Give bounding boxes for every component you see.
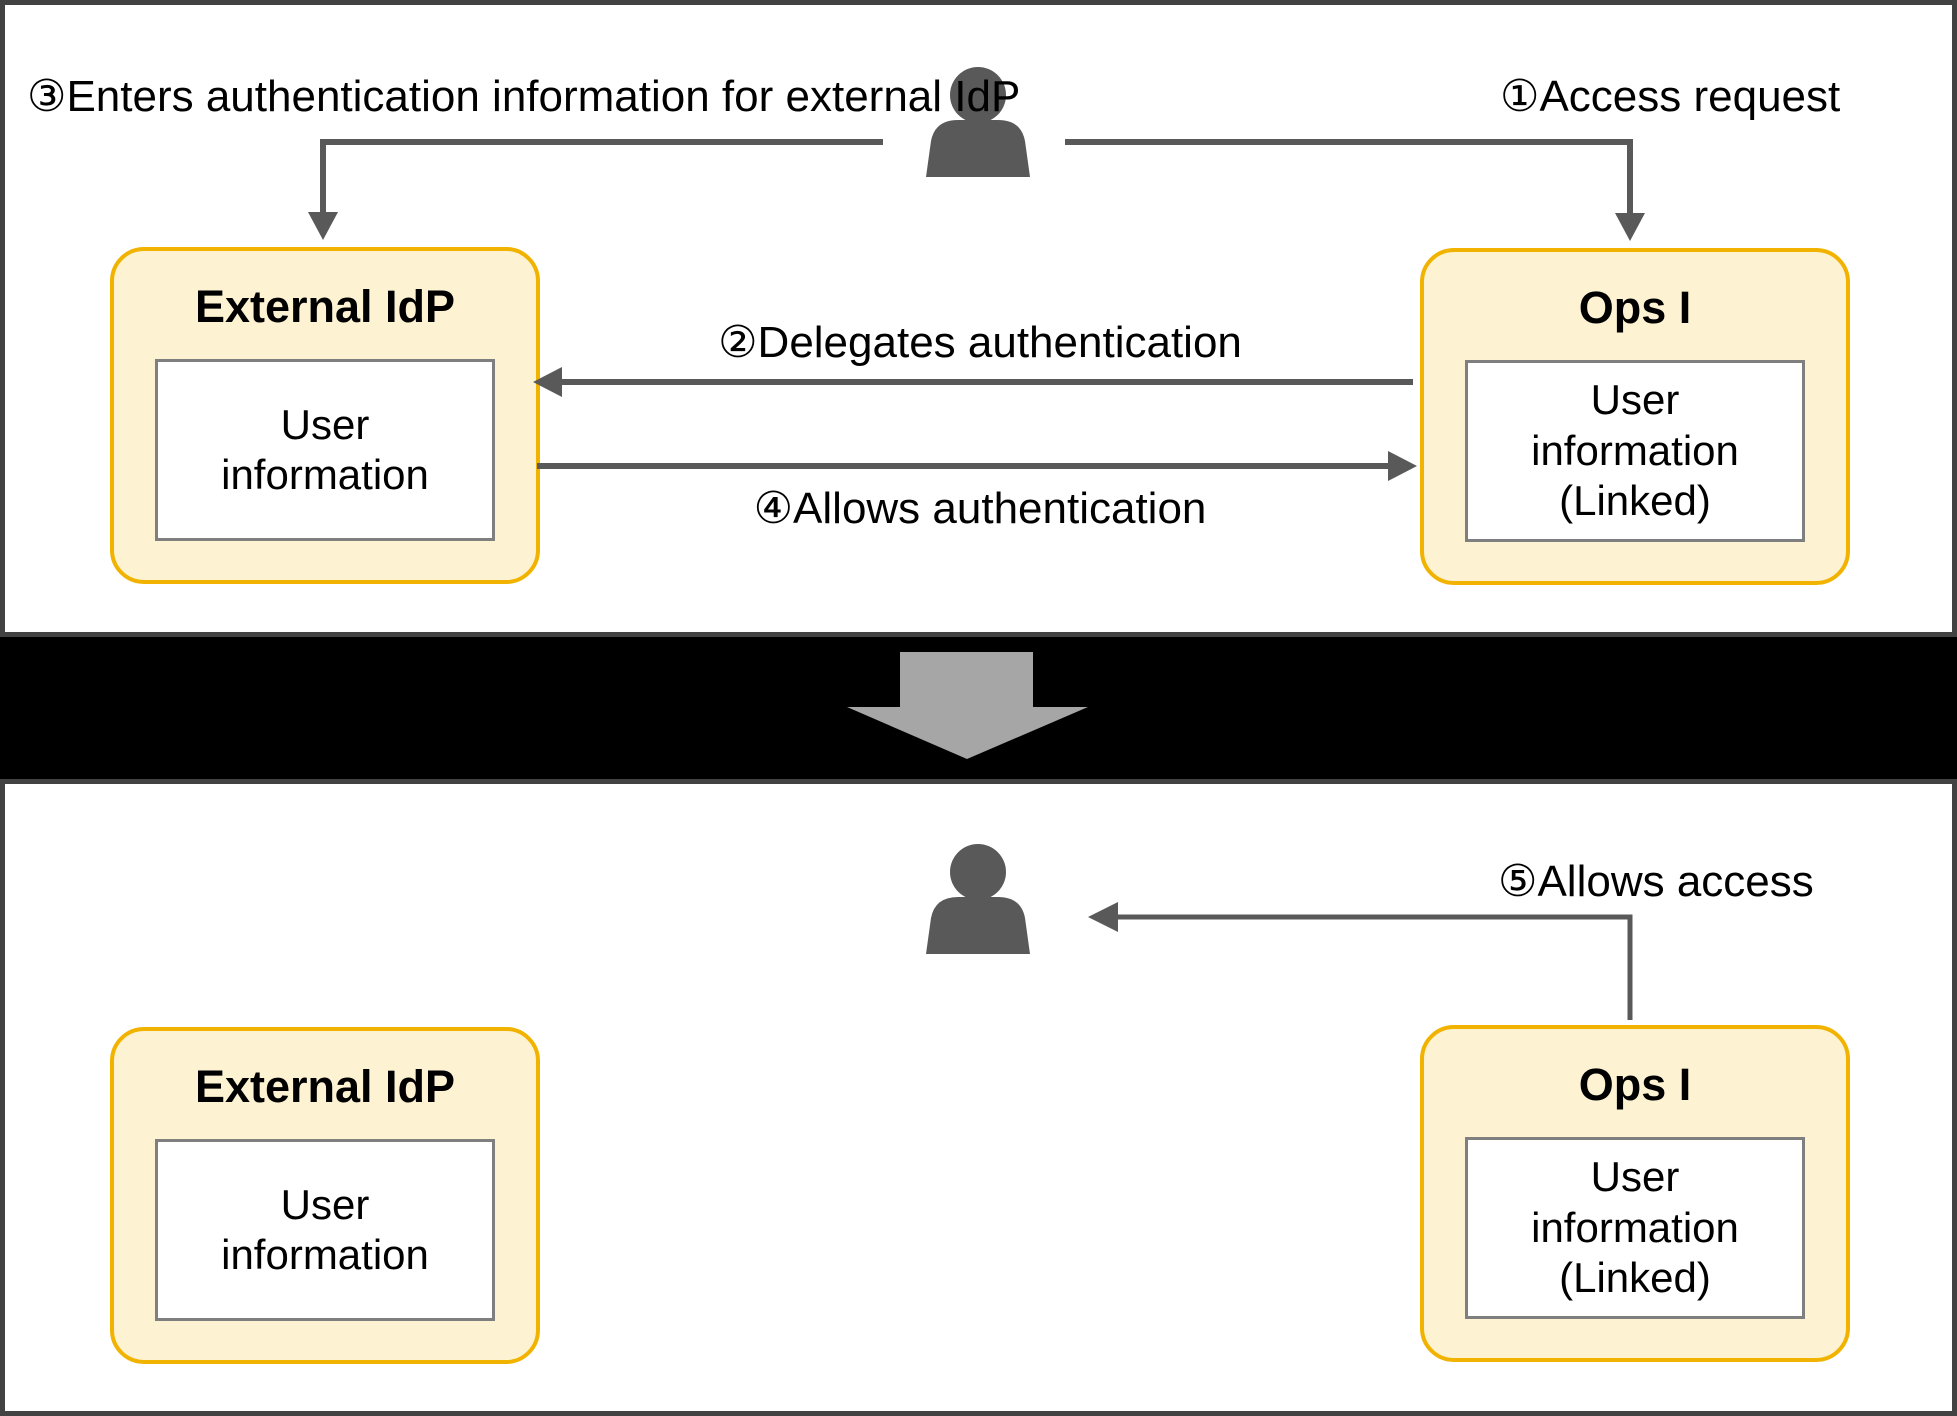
node-external-idp-after: External IdP User information	[110, 1027, 540, 1364]
panel-before: ③Enters authentication information for e…	[0, 0, 1957, 637]
user-icon	[926, 844, 1030, 954]
user-body	[926, 120, 1030, 177]
label-step4-allows-authentication: ④Allows authentication	[753, 484, 1207, 533]
label-step1-access-request: ①Access request	[1500, 72, 1841, 121]
inner-box-user-information: User information	[155, 1139, 495, 1321]
inner-box-user-information: User information	[155, 359, 495, 541]
node-title-external-idp: External IdP	[194, 1061, 456, 1112]
user-body	[926, 897, 1030, 954]
inner-box-user-information-linked: User information (Linked)	[1465, 1137, 1805, 1319]
node-title-external-idp: External IdP	[194, 281, 456, 332]
node-ops-i-after: Ops I User information (Linked)	[1420, 1025, 1850, 1362]
user-head	[950, 844, 1006, 900]
node-ops-i-before: Ops I User information (Linked)	[1420, 248, 1850, 585]
label-step5-allows-access: ⑤Allows access	[1498, 857, 1814, 906]
inner-box-user-information-linked: User information (Linked)	[1465, 360, 1805, 542]
node-title-ops-i: Ops I	[1578, 282, 1692, 333]
label-step2-delegates-authentication: ②Delegates authentication	[718, 318, 1242, 367]
node-title-ops-i: Ops I	[1578, 1059, 1692, 1110]
node-external-idp-before: External IdP User information	[110, 247, 540, 584]
user-icon	[926, 67, 1030, 177]
user-head	[950, 67, 1006, 123]
label-step3-enters-auth-info: ③Enters authentication information for e…	[27, 72, 1021, 121]
panel-after: ⑤Allows access External IdP User informa…	[0, 779, 1957, 1416]
big-down-arrow-icon	[847, 652, 1088, 759]
